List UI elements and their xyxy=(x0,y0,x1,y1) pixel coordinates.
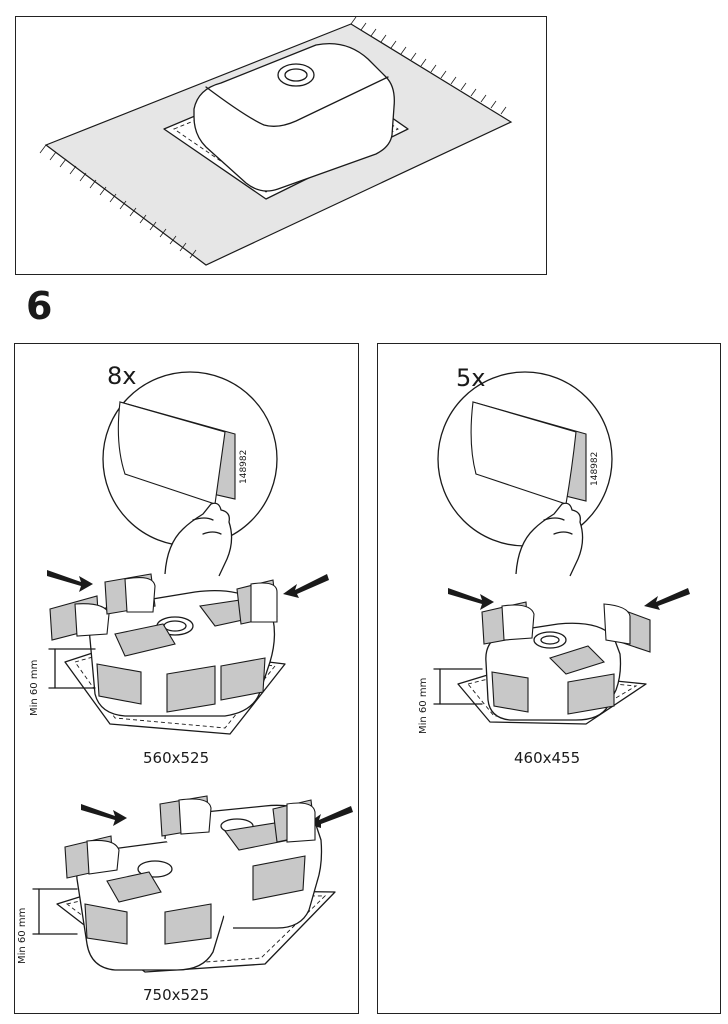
pad-floating-left xyxy=(481,601,535,645)
top-illustration-panel xyxy=(15,16,547,275)
left-quantity: 8x xyxy=(107,362,137,390)
left-instruction-panel: 8x 148982 Min 60 mm 560x525 Min 60 mm 75… xyxy=(14,343,359,1014)
double-bowl-sink xyxy=(32,804,336,973)
arrow-right-double xyxy=(307,806,353,828)
single-sink-size: 560x525 xyxy=(143,749,210,767)
small-sink-min-label: Min 60 mm xyxy=(418,677,429,734)
right-pad-code: 148982 xyxy=(590,451,600,486)
pad-floating-mid xyxy=(104,573,156,615)
left-panel-drawing xyxy=(32,371,353,973)
left-pad-code: 148982 xyxy=(239,449,249,484)
single-sink-min-label: Min 60 mm xyxy=(29,659,40,716)
right-panel-drawing xyxy=(433,371,690,725)
small-sink-size: 460x455 xyxy=(514,749,581,767)
sink-on-blanket-drawing xyxy=(39,16,513,266)
step-number: 6 xyxy=(26,284,53,328)
double-sink-size: 750x525 xyxy=(143,986,210,1004)
pad-floating-right xyxy=(236,579,278,625)
pad-floating-double-right xyxy=(272,799,316,843)
sink-bowl xyxy=(193,42,395,192)
arrow-left-double xyxy=(81,804,127,826)
arrow-right xyxy=(283,574,329,598)
double-sink-min-label: Min 60 mm xyxy=(17,907,28,964)
right-instruction-panel: 5x 148982 Min 60 mm 460x455 xyxy=(377,343,721,1014)
single-bowl-sink xyxy=(48,589,286,735)
arrow-right xyxy=(644,588,690,610)
arrow-left xyxy=(448,588,494,610)
hand xyxy=(164,502,233,577)
pad-floating-left xyxy=(49,595,110,641)
small-sink xyxy=(433,622,647,725)
drain-hole xyxy=(277,63,315,87)
right-quantity: 5x xyxy=(456,364,486,392)
pad-floating-double-mid xyxy=(159,795,212,837)
hand xyxy=(515,502,584,577)
pad-floating-double-left xyxy=(64,835,120,879)
arrow-left xyxy=(47,570,93,592)
pad-floating-right xyxy=(603,603,651,653)
